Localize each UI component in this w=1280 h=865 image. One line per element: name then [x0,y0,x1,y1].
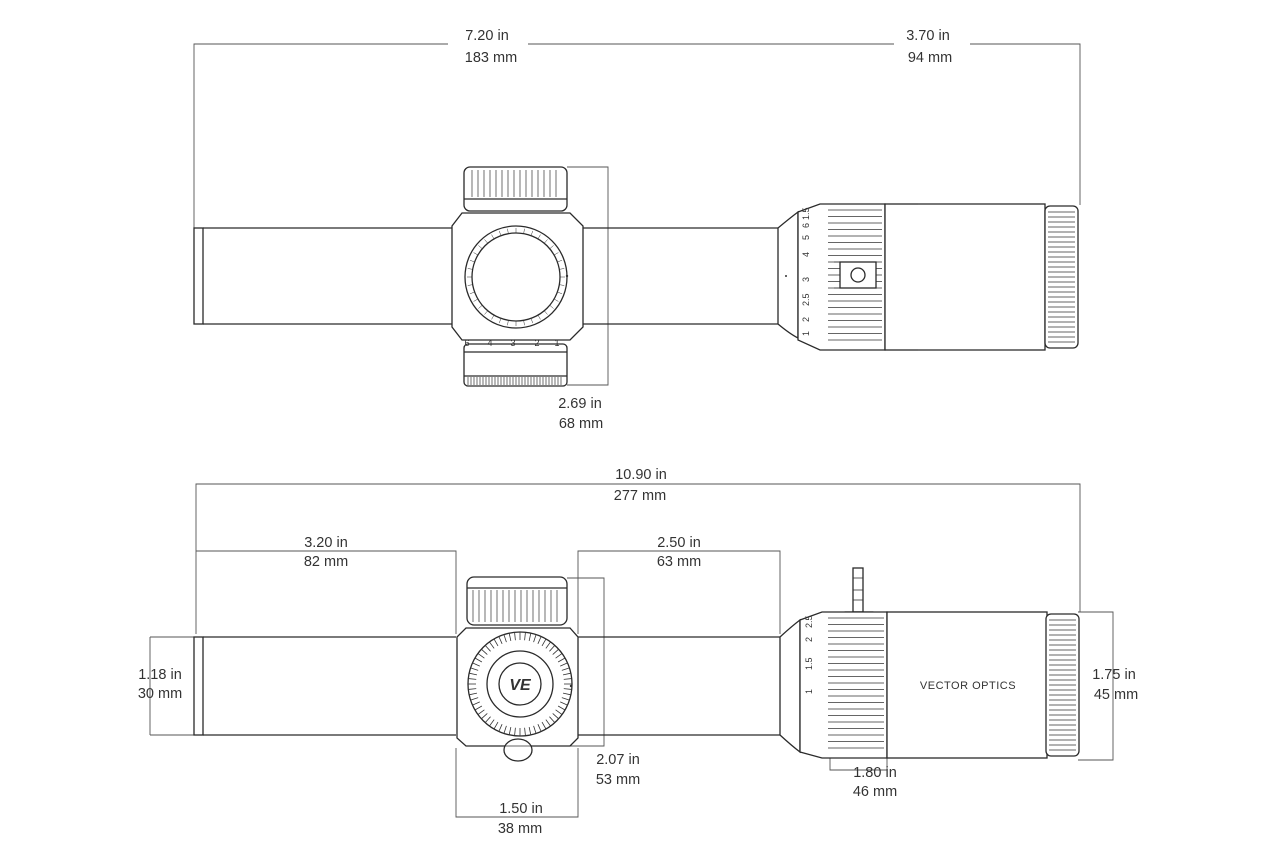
top-turret-scale: 6 4 3 2 1 [464,338,559,348]
mag-tick-5: 5 [801,235,811,240]
side-objective [193,636,456,736]
top-front-length-in: 7.20 in [465,28,509,44]
top-rear-length-in: 3.70 in [906,28,950,44]
top-elevation-cap [463,166,568,212]
side-ring-dia-mm: 46 mm [853,784,897,800]
mag-tick-2-5: 2.5 [801,293,811,306]
mag-tick-4: 4 [801,252,811,257]
top-windage-cap [463,343,568,387]
side-total-length-in: 10.90 in [615,467,667,483]
side-mag-scale: 1 1.5 2 2.5 [804,615,814,694]
turret-tick-4: 4 [487,338,492,348]
side-saddle: VE [456,627,579,762]
top-saddle [451,212,584,341]
side-front-tube-mm: 82 mm [304,554,348,570]
top-rear-length-mm: 94 mm [908,50,952,66]
top-turret-height-mm: 68 mm [559,416,603,432]
side-center-tube-mm: 63 mm [657,554,701,570]
ve-logo-icon: VE [509,677,532,694]
mag-tick-end: 1.5 [801,207,811,220]
side-turret-width-in: 2.07 in [596,752,640,768]
brand-wordmark: VECTOR OPTICS [920,680,1016,692]
top-dimension-lines [193,43,1081,386]
top-mag-scale: 1 2 2.5 3 4 5 6 1.5 [785,207,811,336]
side-ring-dia-in: 1.80 in [853,765,897,781]
side-saddle-length-mm: 38 mm [498,821,542,837]
mag-tick-6: 6 [801,223,811,228]
top-view: 7.20 in 183 mm 3.70 in 94 mm 2.69 in 68 … [193,28,1081,432]
side-mag-tick-1-5: 1.5 [804,657,814,670]
top-objective [193,227,452,325]
turret-tick-6: 6 [464,338,469,348]
mag-tick-2: 2 [801,317,811,322]
side-center-tube-in: 2.50 in [657,535,701,551]
top-ocular [884,203,1079,351]
turret-tick-1: 1 [554,338,559,348]
side-eyepiece-dia-mm: 45 mm [1094,687,1138,703]
top-magnification-ring [797,203,886,351]
top-front-length-mm: 183 mm [465,50,517,66]
side-objective-dia-in: 1.18 in [138,667,182,683]
side-mag-tick-2: 2 [804,637,814,642]
side-front-tube-in: 3.20 in [304,535,348,551]
top-main-tube [583,210,799,340]
side-mag-tick-2-5: 2.5 [804,615,814,628]
top-turret-height-in: 2.69 in [558,396,602,412]
side-mag-tick-1: 1 [804,689,814,694]
turret-tick-3: 3 [510,338,515,348]
side-dimension-lines [149,483,1114,818]
side-magnification-ring [799,611,888,759]
mag-tick-1: 1 [801,331,811,336]
side-objective-dia-mm: 30 mm [138,686,182,702]
side-elevation-cap [466,576,568,626]
mag-tick-3: 3 [801,277,811,282]
turret-tick-2: 2 [534,338,539,348]
side-main-tube [578,618,801,754]
side-saddle-length-in: 1.50 in [499,801,543,817]
side-total-length-mm: 277 mm [614,488,666,504]
side-view: 10.90 in 277 mm 3.20 in 82 mm 2.50 in 63… [138,467,1138,837]
side-ocular: VECTOR OPTICS [886,611,1080,759]
side-eyepiece-dia-in: 1.75 in [1092,667,1136,683]
side-turret-width-mm: 53 mm [596,772,640,788]
